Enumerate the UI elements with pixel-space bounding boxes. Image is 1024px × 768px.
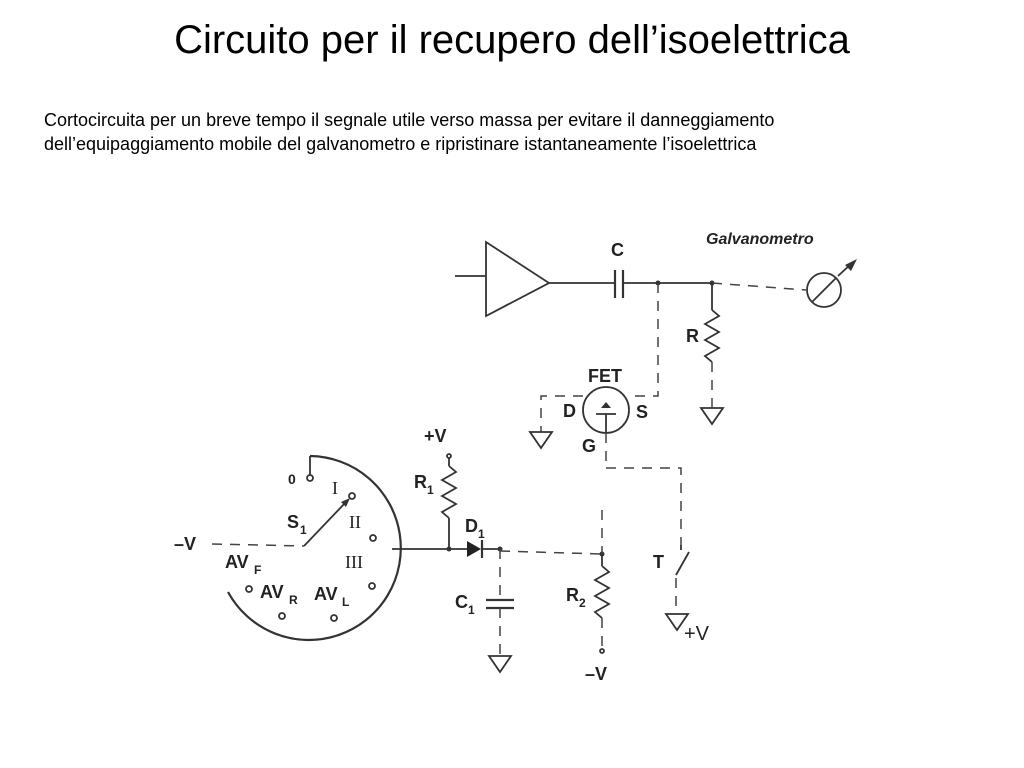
avr-subscript: R xyxy=(289,593,298,607)
capacitor-c1 xyxy=(486,549,514,674)
avf-label: AV xyxy=(225,552,249,572)
gate-wiring xyxy=(605,433,682,545)
slide-title: Circuito per il recupero dell’isoelettri… xyxy=(174,18,850,62)
avl-subscript: L xyxy=(342,595,349,609)
selector-position-1: I xyxy=(332,478,338,498)
slide-description: Cortocircuita per un breve tempo il segn… xyxy=(44,108,1004,156)
switch-t-supply-label: +V xyxy=(684,623,710,645)
description-line-1: Cortocircuita per un breve tempo il segn… xyxy=(44,110,775,130)
capacitor-c-label: C xyxy=(611,240,624,260)
c1-subscript: 1 xyxy=(468,603,475,617)
capacitor-c xyxy=(549,270,715,298)
selector-position-zero: 0 xyxy=(288,471,296,487)
fet-drain-label: D xyxy=(563,401,576,421)
galvanometer-label: Galvanometro xyxy=(706,231,814,248)
switch-s1-subscript: 1 xyxy=(300,523,307,537)
switch-s1-label: S xyxy=(287,512,299,532)
avr-label: AV xyxy=(260,582,284,602)
minus-v-left-label: –V xyxy=(174,534,196,554)
galvanometer xyxy=(711,259,857,308)
selector-switch-s1 xyxy=(211,454,452,642)
switch-t-label: T xyxy=(653,552,664,572)
amplifier xyxy=(455,240,551,318)
minus-v-bottom-label: –V xyxy=(585,664,607,684)
diode-d1 xyxy=(449,540,605,558)
switch-t xyxy=(664,545,690,632)
fet-transistor xyxy=(528,386,630,450)
fet-label: FET xyxy=(588,366,622,386)
d1-subscript: 1 xyxy=(478,527,485,541)
avl-label: AV xyxy=(314,584,338,604)
fet-gate-label: G xyxy=(582,436,596,456)
selector-position-3: III xyxy=(345,552,363,572)
c1-label: C xyxy=(455,592,468,612)
fet-source-label: S xyxy=(636,402,648,422)
resistor-r2 xyxy=(593,554,611,654)
selector-position-2: II xyxy=(349,512,361,532)
resistor-r-label: R xyxy=(686,326,699,346)
avf-subscript: F xyxy=(254,563,261,577)
r1-subscript: 1 xyxy=(427,483,434,497)
description-line-2: dell’equipaggiamento mobile del galvanom… xyxy=(44,134,757,154)
r2-subscript: 2 xyxy=(579,596,586,610)
r1-label: R xyxy=(414,472,427,492)
r1-supply-label: +V xyxy=(424,426,447,446)
resistor-r1 xyxy=(440,453,458,549)
resistor-r xyxy=(699,283,725,426)
r2-label: R xyxy=(566,585,579,605)
d1-label: D xyxy=(465,516,478,536)
